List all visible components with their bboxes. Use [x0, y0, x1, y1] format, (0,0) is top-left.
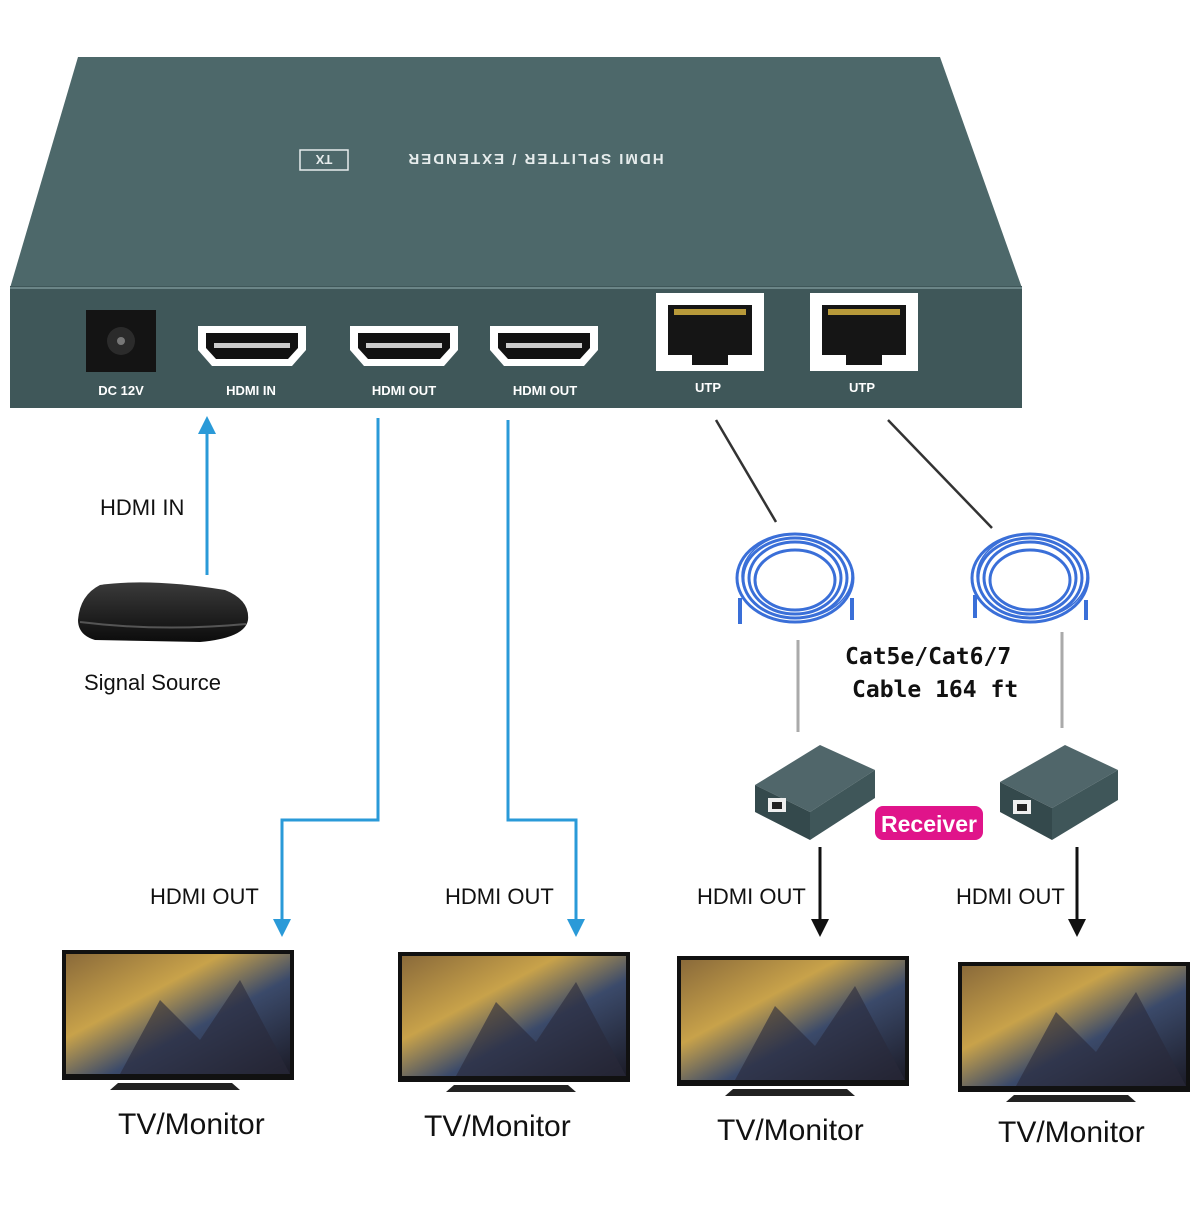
tv-monitor-4	[958, 962, 1190, 1102]
tx-badge-frame	[299, 149, 349, 171]
hdmi-out-line-2	[506, 420, 585, 937]
tv-monitor-3	[677, 956, 909, 1096]
hdmi-out-flow-label-2: HDMI OUT	[445, 884, 554, 909]
hdmi-out-port-1: HDMI OUT	[350, 326, 458, 398]
dc-port-label: DC 12V	[98, 383, 144, 398]
receiver-unit-2	[1000, 745, 1118, 840]
hdmi-in-flow-label: HDMI IN	[100, 495, 184, 520]
tx-badge: TX	[315, 152, 332, 167]
hdmi-in-port-label: HDMI IN	[226, 383, 276, 398]
network-cable-coil-2	[970, 532, 1090, 624]
receiver-unit-1	[755, 745, 875, 840]
hdmi-out-flow-label-3: HDMI OUT	[697, 884, 806, 909]
device-top-face	[10, 57, 1022, 288]
splitter-extender-device: HDMI SPLITTER / EXTENDER TX DC 12V HDMI …	[10, 57, 1022, 408]
tv-monitor-1-label: TV/Monitor	[118, 1108, 265, 1141]
dc-power-port: DC 12V	[86, 310, 156, 398]
device-top-label: HDMI SPLITTER / EXTENDER	[406, 150, 663, 167]
cable-spec-line-1: Cat5e/Cat6/7	[845, 644, 1011, 670]
cable-spec-line-2: Cable 164 ft	[852, 677, 1018, 703]
network-cable-coil-1	[735, 532, 855, 624]
hdmi-out-flow-label-1: HDMI OUT	[150, 884, 259, 909]
utp-port-1: UTP	[656, 293, 764, 395]
utp-line-1	[714, 419, 778, 523]
utp-2-port-label: UTP	[849, 380, 875, 395]
tv-monitor-2-label: TV/Monitor	[424, 1110, 571, 1143]
hdmi-in-port: HDMI IN	[198, 326, 306, 398]
tv-monitor-2	[398, 952, 630, 1092]
hdmi-out-flow-label-4: HDMI OUT	[956, 884, 1065, 909]
utp-line-2	[887, 419, 993, 529]
hdmi-out-line-1	[273, 418, 380, 937]
signal-source-device	[78, 582, 249, 642]
hdmi-out-1-port-label: HDMI OUT	[372, 383, 436, 398]
receiver-badge	[875, 806, 983, 840]
utp-1-port-label: UTP	[695, 380, 721, 395]
receiver-badge-label: Receiver	[881, 811, 977, 837]
tv-monitor-3-label: TV/Monitor	[717, 1114, 864, 1147]
signal-source-label: Signal Source	[84, 670, 221, 695]
tv-monitor-4-label: TV/Monitor	[998, 1116, 1145, 1149]
utp-port-2: UTP	[810, 293, 918, 395]
hdmi-out-port-2: HDMI OUT	[490, 326, 598, 398]
tv-monitor-1	[62, 950, 294, 1090]
hdmi-out-2-port-label: HDMI OUT	[513, 383, 577, 398]
